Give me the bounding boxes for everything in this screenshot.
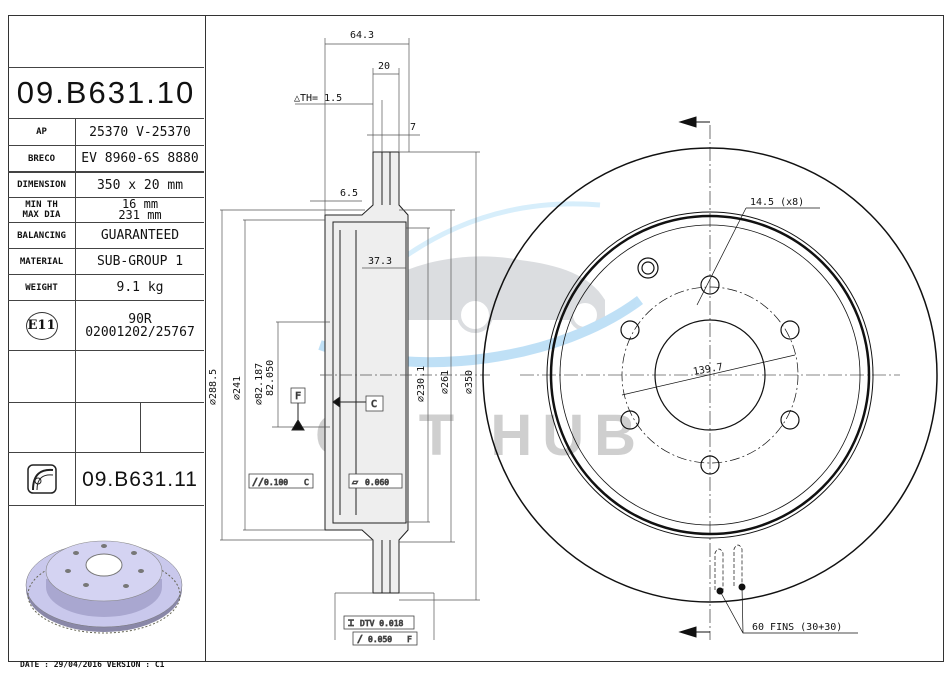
svg-text:⌀230.1: ⌀230.1 (416, 366, 427, 402)
svg-text://: // (252, 477, 264, 488)
footer-date-version: DATE : 29/04/2016 VERSION : C1 (20, 660, 165, 669)
part-number: 09.B631.10 (8, 67, 204, 118)
svg-text:0.050: 0.050 (368, 635, 392, 644)
svg-text:7: 7 (410, 122, 416, 133)
disc-3d-render (8, 505, 204, 662)
pcd-label: 139.7 (692, 362, 724, 378)
dimension-labels: 64.3 20 △TH= 1.5 7 6.5 37.3 ⌀288.5 ⌀241 … (208, 30, 475, 405)
svg-text:F: F (407, 635, 412, 644)
svg-text:64.3: 64.3 (350, 30, 374, 41)
svg-text:6.5: 6.5 (340, 188, 358, 199)
fins (714, 544, 743, 590)
svg-text:⌀82.187: ⌀82.187 (254, 363, 265, 405)
svg-text:△TH= 1.5: △TH= 1.5 (294, 93, 342, 104)
brake-caliper-icon (26, 464, 57, 494)
svg-text:20: 20 (378, 61, 390, 72)
brake-disc-image (25, 540, 183, 634)
svg-text:C: C (304, 478, 309, 487)
front-view (482, 116, 938, 640)
svg-text:37.3: 37.3 (368, 256, 392, 267)
svg-text:⌀241: ⌀241 (232, 376, 243, 400)
svg-text:DTV 0.018: DTV 0.018 (360, 619, 404, 628)
e11-mark: E11 (25, 311, 58, 340)
alt-part-row: 09.B631.11 (8, 452, 204, 505)
svg-text:82.050: 82.050 (265, 360, 276, 396)
svg-text:⌀288.5: ⌀288.5 (208, 369, 219, 405)
svg-text:⌀261: ⌀261 (440, 370, 451, 394)
bolt-holes (620, 257, 800, 475)
gd-t-frames: F C // 0.100 C ▱ 0.060 ⌶ DTV 0.018 / 0.0… (248, 387, 418, 646)
svg-text:0.060: 0.060 (365, 478, 389, 487)
svg-text:C: C (371, 399, 377, 410)
blank-row (8, 402, 204, 452)
svg-text:/: / (357, 634, 363, 645)
blank-row (8, 350, 204, 402)
alt-part-number: 09.B631.11 (82, 467, 198, 491)
section-view (220, 38, 490, 640)
fins-label: 60 FINS (30+30) (752, 622, 842, 633)
svg-text:⌶: ⌶ (348, 618, 354, 629)
bolt-hole-label: 14.5 (x8) (750, 197, 804, 208)
svg-text:F: F (295, 391, 301, 402)
svg-text:⌀350: ⌀350 (464, 370, 475, 394)
svg-text:▱: ▱ (352, 477, 358, 488)
svg-text:0.100: 0.100 (264, 478, 288, 487)
drawing-frame (8, 15, 944, 662)
